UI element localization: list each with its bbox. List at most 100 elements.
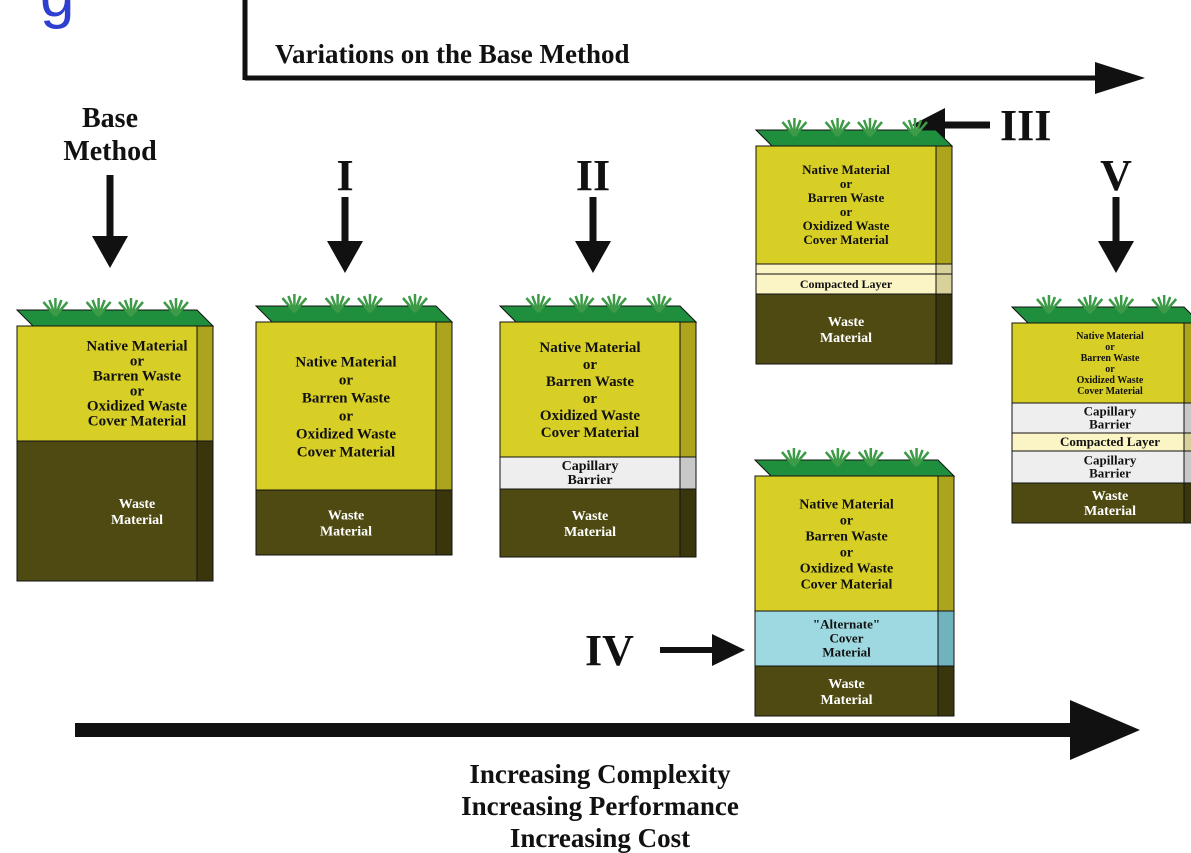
grass-blade [580, 297, 595, 313]
increasing-arrow [75, 700, 1140, 760]
base-method-label-line1: Base [82, 103, 138, 134]
waste-layer-side [937, 665, 955, 717]
grass-top-face [754, 129, 954, 147]
layer-label-line: Cover [830, 631, 864, 646]
layer-label-line: Waste [1092, 489, 1129, 504]
footer-line-performance: Increasing Performance [461, 791, 739, 821]
cover-layer-side [937, 475, 955, 612]
variation-i-label: I [336, 151, 353, 200]
grass-blade [537, 297, 552, 313]
layer-label-line: Material [320, 524, 372, 539]
variation-i-arrow [327, 197, 363, 273]
waste-layer-front [754, 665, 939, 717]
variation-iv-arrow [660, 634, 745, 666]
layer-label-line: Waste [328, 508, 365, 523]
waste-layer-side [1183, 482, 1191, 524]
grass-top-face [254, 305, 454, 323]
layer-label-line: Native Material [295, 354, 396, 370]
waste-layer-side [435, 489, 453, 556]
layer-label-line: Barren Waste [808, 190, 885, 205]
layer-label-line: Waste [828, 315, 865, 330]
grass-blade [1120, 298, 1135, 314]
vegetation [1036, 295, 1178, 314]
layer-label-line: Capillary [1084, 452, 1137, 467]
variation-ii-arrow [575, 197, 611, 273]
grass-top-face [498, 305, 698, 323]
compacted-layer-side [935, 273, 953, 295]
vegetation [525, 294, 672, 313]
cover-layer-front [255, 321, 437, 491]
grass-blade [915, 451, 930, 467]
grass-blade [1163, 298, 1178, 314]
layer-label-line: Oxidized Waste [803, 218, 890, 233]
vegetation [781, 118, 928, 137]
waste-layer-front [499, 488, 681, 558]
layer-label-line: or [339, 408, 354, 424]
layer-label-line: Waste [572, 509, 609, 524]
grass-top-face [15, 309, 215, 327]
layer-label-line: or [583, 391, 598, 407]
layer-label-line: Material [564, 525, 616, 540]
alternate-layer-side [937, 610, 955, 667]
footer-line-cost: Increasing Cost [510, 823, 690, 853]
layer-label-line: Cover Material [803, 232, 889, 247]
capillary-layer-front [1011, 450, 1185, 484]
layer-label-line: Barrier [567, 473, 612, 488]
layer-label-line: Barrier [1089, 416, 1131, 431]
waste-layer-front [755, 293, 937, 365]
capillary-layer-front [1011, 402, 1185, 434]
compacted-layer-front [755, 263, 937, 275]
layer-label-line: Cover Material [1077, 386, 1143, 397]
layer-label-line: Cover Material [88, 414, 186, 430]
layer-label-line: Cover Material [541, 425, 639, 441]
waste-layer-front [16, 440, 198, 582]
waste-layer-front [255, 489, 437, 556]
layer-label-line: Waste [119, 497, 156, 512]
cover-layer-front [754, 475, 939, 612]
layer-label-line: Barren Waste [302, 390, 391, 406]
layer-label-line: Oxidized Waste [800, 561, 893, 576]
grass-blade [869, 451, 884, 467]
cover-layer-side [435, 321, 453, 491]
layer-label-line: Cover Material [297, 444, 395, 460]
layer-label-line: Oxidized Waste [1077, 375, 1144, 386]
cover-layer-side [1183, 322, 1191, 404]
waste-layer-side [679, 488, 697, 558]
layer-label-line: or [339, 372, 354, 388]
grass-blade [793, 121, 808, 137]
footer-line-complexity: Increasing Complexity [469, 759, 731, 789]
vegetation [780, 448, 930, 467]
grass-blade [293, 297, 308, 313]
layer-label-line: or [130, 354, 145, 370]
grass-blade [336, 297, 351, 313]
layer-label-line: Waste [828, 677, 865, 692]
grass-blade [414, 297, 428, 313]
grass-blade [369, 297, 383, 313]
variations-label: Variations on the Base Method [275, 39, 630, 69]
layer-label-line: Native Material [539, 340, 640, 356]
layer-label-line: Compacted Layer [1060, 434, 1160, 449]
cover-layer-front [755, 145, 937, 265]
cover-layer-front [499, 321, 681, 458]
variation-iii-label: III [1000, 101, 1051, 150]
cover-layer-front [16, 325, 198, 442]
layer-label-line: Native Material [799, 497, 894, 512]
layer-label-line: Material [822, 645, 871, 660]
grass-blade [658, 297, 672, 313]
layer-label-line: "Alternate" [813, 617, 880, 632]
layer-label-line: or [130, 384, 145, 400]
variation-iv-label: IV [585, 626, 634, 675]
layer-label-line: Oxidized Waste [540, 408, 640, 424]
variation-ii-label: II [576, 151, 610, 200]
layer-label-line: Barren Waste [546, 374, 635, 390]
grass-blade [836, 121, 851, 137]
capillary-layer-side [679, 456, 697, 490]
grass-blade [1048, 298, 1062, 314]
capillary-layer-side [1183, 402, 1191, 434]
variations-arrow [242, 0, 1145, 94]
layer-label-line: Cover Material [801, 577, 893, 592]
